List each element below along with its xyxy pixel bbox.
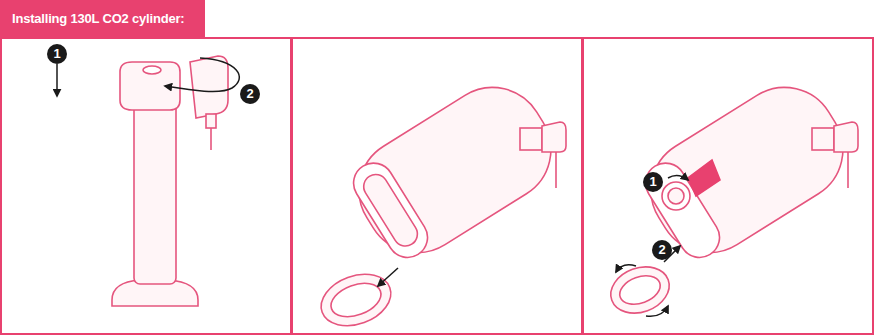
turn-arrows (616, 175, 688, 316)
panel-frame (0, 38, 874, 334)
rotate-arrow (165, 58, 239, 92)
machine-body (314, 68, 571, 335)
callout-number: 2 (652, 240, 672, 260)
callout-number: 2 (240, 84, 260, 104)
cylinder-drawing (112, 56, 228, 306)
remove-arrow (378, 268, 398, 286)
machine-body (604, 68, 862, 321)
callout-number: 1 (643, 172, 663, 192)
header-title: Installing 130L CO2 cylinder: (0, 0, 205, 38)
down-arrow (56, 64, 58, 96)
callout-number: 1 (47, 44, 67, 64)
